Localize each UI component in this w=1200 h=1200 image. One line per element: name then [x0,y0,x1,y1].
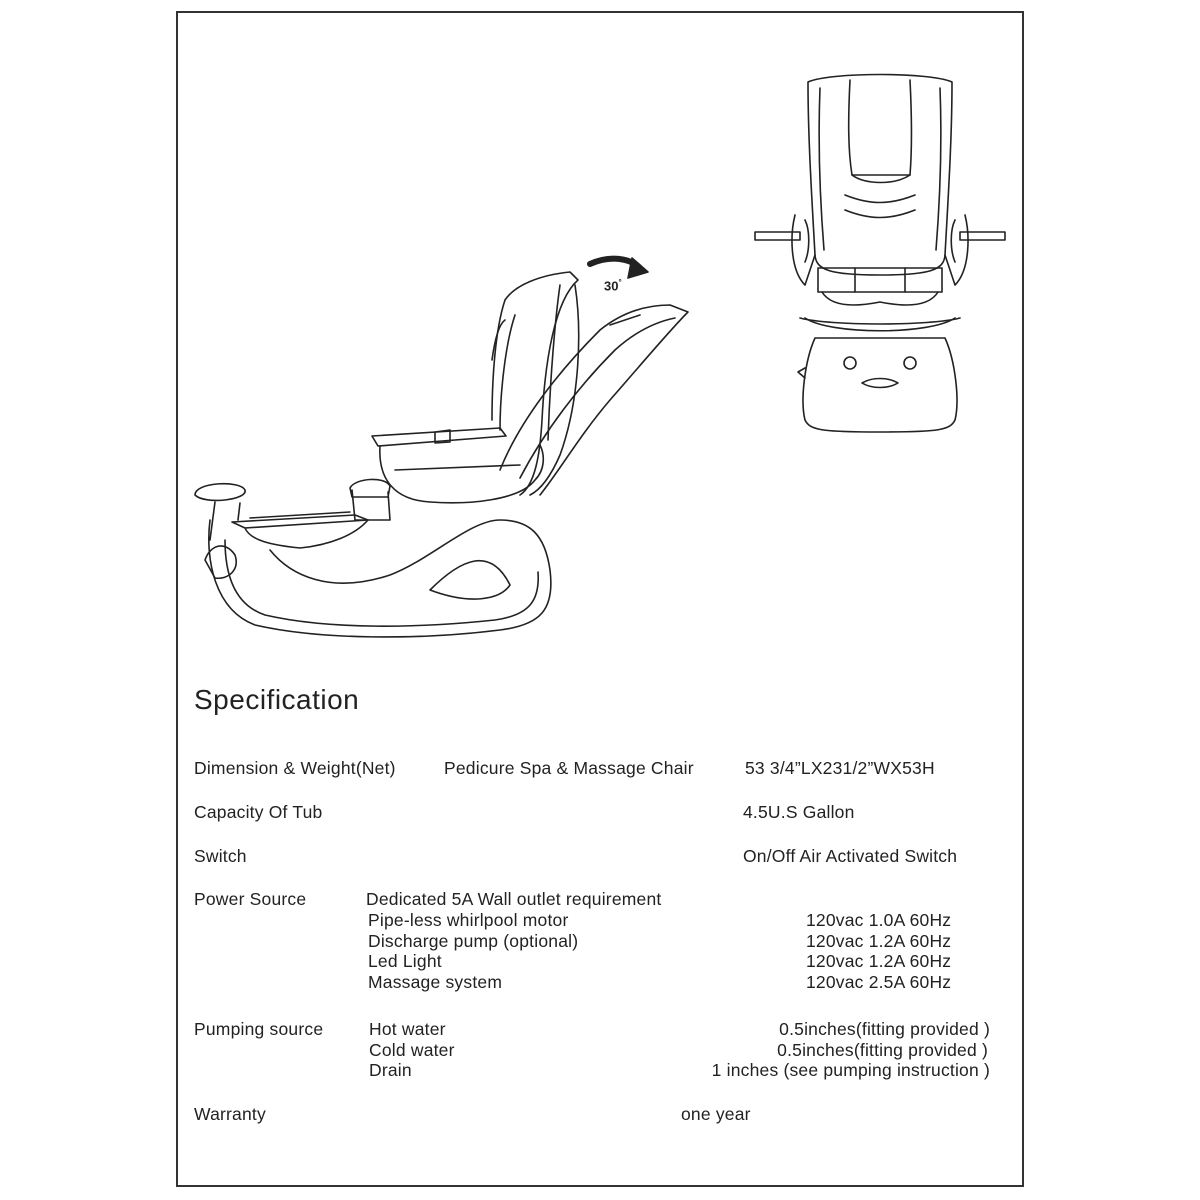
pumping-label: Pumping source [194,1019,324,1039]
pumping-item-value: 0.5inches(fitting provided ) [779,1019,990,1039]
power-item-name: Led Light [368,951,442,971]
dimension-item: Pedicure Spa & Massage Chair [444,758,694,778]
capacity-label: Capacity Of Tub [194,802,323,822]
power-item-name: Pipe-less whirlpool motor [368,910,569,930]
pumping-item-value: 1 inches (see pumping instruction ) [711,1060,990,1080]
power-label: Power Source [194,889,307,909]
pumping-item-value: 0.5inches(fitting provided ) [777,1040,988,1060]
pumping-item-name: Hot water [369,1019,446,1039]
recline-angle-label: 30° [604,278,622,294]
side-view-chair-drawing [194,255,689,638]
power-item-name: Discharge pump (optional) [368,931,579,951]
pumping-item-name: Cold water [369,1040,455,1060]
warranty-value: one year [681,1104,751,1124]
capacity-value: 4.5U.S Gallon [743,802,855,822]
switch-label: Switch [194,846,247,866]
power-item-name: Massage system [368,972,503,992]
pumping-item-name: Drain [369,1060,412,1080]
power-item-value: 120vac 1.0A 60Hz [806,910,952,930]
power-item-value: 120vac 1.2A 60Hz [806,931,952,951]
dimension-value: 53 3/4”LX231/2”WX53H [745,758,935,778]
power-item-value: 120vac 2.5A 60Hz [806,972,952,992]
switch-value: On/Off Air Activated Switch [743,846,958,866]
warranty-label: Warranty [194,1104,266,1124]
dimension-label: Dimension & Weight(Net) [194,758,396,778]
chair-illustrations [194,73,1006,638]
power-requirement: Dedicated 5A Wall outlet requirement [366,889,662,909]
power-item-value: 120vac 1.2A 60Hz [806,951,952,971]
front-view-chair-drawing [754,73,1006,433]
page-border [176,11,1024,1187]
specification-heading: Specification [194,684,360,715]
